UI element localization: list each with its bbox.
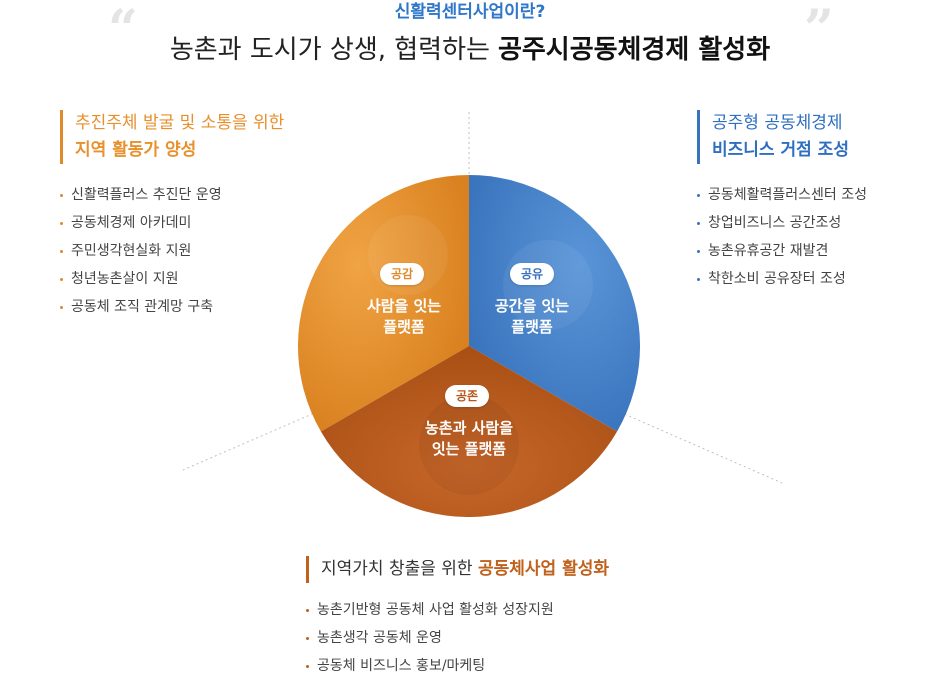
bottom-title-strong: 공동체사업 활성화 — [477, 559, 610, 579]
left-title-line2: 지역 활동가 양성 — [75, 140, 197, 160]
label-share-line1: 공간을 잇는 — [494, 297, 570, 315]
right-title-line2: 비즈니스 거점 조성 — [712, 140, 849, 160]
segment-share — [469, 175, 640, 432]
label-share-line2: 플랫폼 — [511, 318, 553, 336]
label-empathy: 사람을 잇는 플랫폼 — [334, 296, 474, 338]
left-section-title: 추진주체 발굴 및 소통을 위한 지역 활동가 양성 — [60, 110, 284, 164]
bottom-section-title: 지역가치 창출을 위한 공동체사업 활성화 — [306, 556, 609, 583]
list-item: 공동체 조직 관계망 구축 — [60, 293, 222, 321]
label-coexist-line1: 농촌과 사람을 — [424, 419, 514, 437]
left-list: 신활력플러스 추진단 운영 공동체경제 아카데미 주민생각현실화 지원 청년농촌… — [60, 181, 222, 321]
list-item: 농촌유휴공간 재발견 — [697, 237, 867, 265]
bottom-title-prefix: 지역가치 창출을 위한 — [321, 559, 473, 579]
right-title-line1: 공주형 공동체경제 — [712, 113, 843, 133]
list-item: 착한소비 공유장터 조성 — [697, 265, 867, 293]
list-item: 농촌생각 공동체 운영 — [306, 624, 554, 652]
subtitle: 신활력센터사업이란? — [394, 2, 546, 22]
open-quote-icon: “ — [108, 0, 138, 60]
list-item: 청년농촌살이 지원 — [60, 265, 222, 293]
list-item: 공동체 비즈니스 홍보/마케팅 — [306, 652, 554, 680]
segment-coexist — [320, 346, 618, 517]
right-section-title: 공주형 공동체경제 비즈니스 거점 조성 — [697, 110, 849, 164]
segment-empathy — [298, 175, 469, 432]
left-title-line1: 추진주체 발굴 및 소통을 위한 — [75, 113, 285, 133]
badge-coexist: 공존 — [445, 385, 490, 407]
list-item: 주민생각현실화 지원 — [60, 237, 222, 265]
badge-share: 공유 — [510, 263, 555, 285]
headline-text: 농촌과 도시가 상생, 협력하는 — [169, 35, 490, 65]
platform-circle: 공감 사람을 잇는 플랫폼 공유 공간을 잇는 플랫폼 공존 농촌과 사람을 잇… — [298, 175, 640, 517]
label-coexist-line2: 잇는 플랫폼 — [431, 440, 507, 458]
pie-graphic — [298, 175, 640, 517]
list-item: 공동체경제 아카데미 — [60, 209, 222, 237]
list-item: 신활력플러스 추진단 운영 — [60, 181, 222, 209]
close-quote-icon: ” — [804, 0, 834, 60]
badge-empathy: 공감 — [380, 263, 425, 285]
label-share: 공간을 잇는 플랫폼 — [462, 296, 602, 338]
list-item: 창업비즈니스 공간조성 — [697, 209, 867, 237]
label-empathy-line1: 사람을 잇는 — [366, 297, 442, 315]
label-empathy-line2: 플랫폼 — [383, 318, 425, 336]
list-item: 농촌기반형 공동체 사업 활성화 성장지원 — [306, 596, 554, 624]
label-coexist: 농촌과 사람을 잇는 플랫폼 — [399, 418, 539, 460]
headline-strong: 공주시공동체경제 활성화 — [497, 35, 771, 65]
right-list: 공동체활력플러스센터 조성 창업비즈니스 공간조성 농촌유휴공간 재발견 착한소… — [697, 181, 867, 293]
list-item: 공동체활력플러스센터 조성 — [697, 181, 867, 209]
bottom-list: 농촌기반형 공동체 사업 활성화 성장지원 농촌생각 공동체 운영 공동체 비즈… — [306, 596, 554, 680]
